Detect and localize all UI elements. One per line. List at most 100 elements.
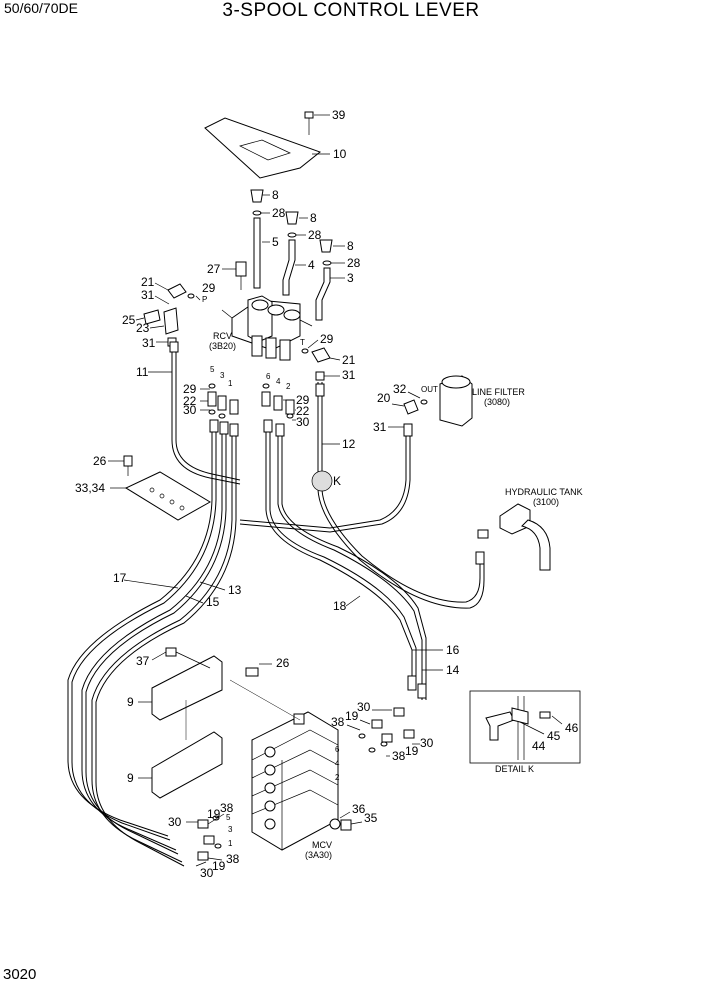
mcv-port-5: 5 [226, 813, 231, 822]
callout-45: 45 [547, 729, 561, 743]
callout-25: 25 [122, 313, 136, 327]
callout-30: 30 [296, 415, 310, 429]
mounting-plate [124, 471, 211, 521]
mcv-label: MCV [312, 840, 332, 850]
port-fittings [207, 383, 295, 419]
callout-30: 30 [200, 866, 214, 880]
callout-10: 10 [333, 147, 347, 161]
callout-38: 38 [392, 749, 406, 763]
callout-13: 13 [228, 583, 242, 597]
fitting [235, 261, 247, 290]
callout-9: 9 [127, 695, 134, 709]
detail-k-marker [311, 470, 333, 492]
callout-29: 29 [202, 281, 216, 295]
mcv-port-1: 1 [228, 839, 233, 848]
port-2: 2 [286, 382, 291, 391]
callout-28: 28 [347, 256, 361, 270]
callout-22: 22 [183, 394, 197, 408]
callout-14: 14 [446, 663, 460, 677]
bolt [165, 647, 259, 677]
callout-29: 29 [183, 382, 197, 396]
callout-16: 16 [446, 643, 460, 657]
callout-19: 19 [207, 807, 221, 821]
callout-21: 21 [342, 353, 356, 367]
callout-28: 28 [272, 206, 286, 220]
port-4: 4 [276, 377, 281, 386]
mcv-port-fittings [358, 707, 415, 753]
port-1: 1 [228, 379, 233, 388]
callout-31: 31 [141, 288, 155, 302]
callout-18: 18 [333, 599, 347, 613]
callout-19: 19 [212, 859, 226, 873]
callout-5: 5 [272, 235, 279, 249]
mcv-ref: (3A30) [305, 850, 332, 860]
callout-38: 38 [331, 715, 345, 729]
callout-46: 46 [565, 721, 579, 735]
callout-17: 17 [113, 571, 127, 585]
callout-15: 15 [206, 595, 220, 609]
mcv-valve [251, 711, 339, 851]
callout-33-34: 33,34 [75, 481, 105, 495]
detail-k-callout: K [333, 474, 341, 488]
elbow-fitting [143, 283, 195, 347]
rcv-label: RCV [213, 331, 232, 341]
callout-8: 8 [310, 211, 317, 225]
callout-29: 29 [320, 332, 334, 346]
line-filter [403, 375, 473, 427]
callout-30: 30 [168, 815, 182, 829]
mcv-left-fittings [197, 815, 222, 861]
callout-31: 31 [373, 420, 387, 434]
callout-20: 20 [377, 391, 391, 405]
callout-4: 4 [308, 258, 315, 272]
callout-19: 19 [345, 709, 359, 723]
rcv-ref: (3B20) [209, 341, 236, 351]
callout-26: 26 [276, 656, 290, 670]
detail-k-box [469, 690, 581, 764]
mcv-port-2: 2 [335, 773, 340, 782]
bolt [123, 455, 133, 476]
lever-rod [253, 217, 331, 321]
hydraulic-tank-fitting [477, 503, 551, 571]
callout-22: 22 [296, 404, 310, 418]
callout-8: 8 [347, 239, 354, 253]
mcv-port-6: 6 [335, 745, 340, 754]
port-out-label: OUT [421, 385, 438, 394]
callout-32: 32 [393, 382, 407, 396]
callout-36: 36 [352, 802, 366, 816]
callout-19: 19 [405, 744, 419, 758]
callout-30: 30 [420, 736, 434, 750]
callout-37: 37 [136, 654, 150, 668]
port-p-label: P [202, 295, 207, 304]
line-filter-label: LINE FILTER [472, 387, 525, 397]
callout-31: 31 [142, 336, 156, 350]
callout-9: 9 [127, 771, 134, 785]
callout-35: 35 [364, 811, 378, 825]
mcv-port-3: 3 [228, 825, 233, 834]
callout-30: 30 [357, 700, 371, 714]
nut [329, 818, 352, 831]
port-6: 6 [266, 372, 271, 381]
callout-21: 21 [141, 275, 155, 289]
hydraulic-tank-ref: (3100) [533, 497, 559, 507]
line-filter-ref: (3080) [484, 397, 510, 407]
callout-3: 3 [347, 271, 354, 285]
callout-39: 39 [332, 108, 346, 122]
rcv-valve [221, 295, 313, 361]
page-title: 3-SPOOL CONTROL LEVER [222, 0, 480, 21]
port-t-label: T [300, 338, 305, 347]
callout-28: 28 [308, 228, 322, 242]
cover-plate [204, 117, 322, 179]
bracket [151, 655, 223, 799]
port-3: 3 [220, 371, 225, 380]
model-label: 50/60/70DE [4, 0, 78, 16]
lever-knob [250, 189, 333, 253]
port-5: 5 [210, 365, 215, 374]
callout-31: 31 [342, 368, 356, 382]
hydraulic-tank-label: HYDRAULIC TANK [505, 487, 583, 497]
callout-27: 27 [207, 262, 221, 276]
callout-12: 12 [342, 437, 356, 451]
mcv-port-4: 4 [335, 759, 340, 768]
callout-23: 23 [136, 321, 150, 335]
callout-30: 30 [183, 403, 197, 417]
